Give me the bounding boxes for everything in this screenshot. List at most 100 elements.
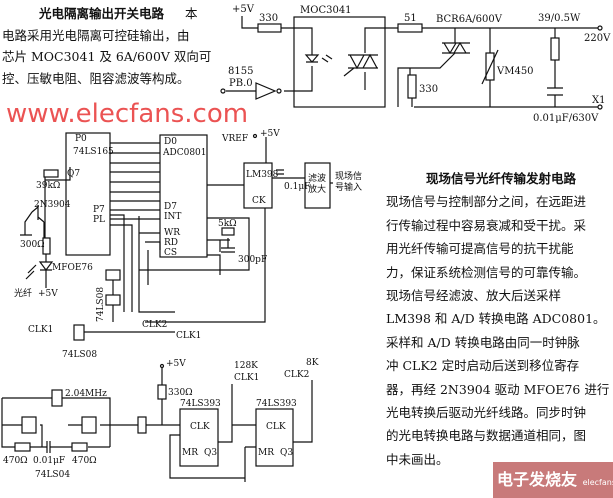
and-gate-3	[73, 324, 85, 341]
site-logo: 电子发烧友 elecfans.com	[493, 462, 613, 498]
label-x1: X1	[592, 95, 605, 106]
label-q7: Q7	[67, 169, 80, 179]
label-clk1-out: CLK1	[234, 373, 259, 383]
triac-icon	[442, 41, 470, 55]
label-8155: 8155	[228, 66, 253, 77]
resistor-330-gate	[407, 74, 417, 99]
and-gate-1	[105, 269, 121, 281]
filter-amp-box	[304, 162, 331, 209]
text-line: 控、压敏电阻、阻容滤波等构成。	[2, 70, 190, 86]
text-line: 的光电转换电路与数据通道相同，图	[386, 428, 587, 444]
label-q3-b: Q3	[280, 448, 293, 458]
label-0.01uf: 0.01μF	[33, 456, 65, 466]
resistor-470-2	[71, 442, 88, 452]
text-line: 光电转换后驱动光纤线路。同步时钟	[386, 405, 587, 421]
label-mr-b: MR	[258, 448, 274, 458]
label-vcc3: +5V	[166, 359, 186, 369]
label-lm398: LM398	[246, 170, 279, 180]
label-5k: 5kΩ	[218, 219, 237, 229]
text-line: 采样和 A/D 转换电路由同一时钟脉	[386, 334, 580, 350]
label-d7: D7	[164, 202, 177, 212]
text-line: LM398 和 A/D 转换电路 ADC0801。	[386, 311, 606, 327]
label-300pf: 300pF	[238, 255, 267, 265]
buffer-icon	[255, 82, 277, 100]
text-line: 冲 CLK2 定时启动后送到移位寄存	[386, 358, 580, 374]
label-wr: WR	[164, 228, 180, 238]
label-2n3904: 2N3904	[34, 200, 71, 210]
label-mr-a: MR	[182, 448, 198, 458]
text-line: 现场信号与控制部分之间，在远距进	[386, 194, 587, 210]
inverter-3	[137, 416, 147, 434]
logo-text: 电子发烧友	[497, 470, 578, 489]
resistor-330	[257, 23, 282, 33]
watermark: www.elecfans.com	[6, 99, 249, 129]
label-led-vcc: +5V	[38, 289, 58, 299]
text-line: 芯片 MOC3041 及 6A/600V 双向可	[2, 49, 212, 64]
label-adc0801: ADC0801	[162, 148, 207, 158]
capacitor-300pf-icon	[221, 238, 235, 253]
capacitor-icon	[547, 87, 563, 96]
label-opto: MOC3041	[300, 5, 352, 16]
label-470-2: 470Ω	[72, 456, 97, 466]
label-cap: 0.01μF/630V	[533, 113, 599, 124]
label-74ls04: 74LS04	[35, 470, 70, 480]
label-clk-a: CLK	[190, 422, 210, 432]
top-description: 光电隔离输出开关电路本 电路采用光电隔离可控硅输出，由 芯片 MOC3041 及…	[2, 3, 211, 89]
label-p7: P7	[93, 205, 105, 215]
lm398-chip	[243, 162, 273, 209]
label-r2: 51	[404, 13, 417, 24]
label-74ls165: 74LS165	[73, 147, 114, 157]
label-clk-b: CLK	[266, 422, 286, 432]
led-icon	[304, 54, 333, 63]
inverter-2	[81, 416, 97, 434]
label-74ls08: 74LS08	[62, 350, 97, 360]
text-line: 现场信号经滤波、放大后送采样	[386, 288, 562, 304]
label-vref: VREF	[221, 134, 248, 144]
label-8k: 8K	[306, 358, 319, 368]
resistor-51	[397, 23, 423, 33]
label-clk2-out: CLK2	[284, 370, 309, 380]
label-220v: 220V	[584, 33, 611, 44]
label-p0: P0	[75, 134, 87, 144]
text-line: 力，保证系统检测信号的可靠传输。	[386, 264, 587, 280]
label-pb0: PB.0	[229, 78, 253, 89]
label-crystal: 2.04MHz	[65, 389, 107, 399]
text-line: 行传输过程中容易衰减和受干扰。采	[386, 217, 587, 233]
74ls165-chip	[65, 132, 111, 256]
label-clk2: CLK2	[142, 320, 167, 330]
label-d0: D0	[164, 137, 177, 147]
crystal-icon	[51, 389, 63, 407]
label-fiber: 光纤	[14, 287, 32, 299]
label-rc-r: 39/0.5W	[538, 13, 581, 24]
and-gate-2	[105, 294, 121, 306]
label-varistor: VM450	[496, 66, 534, 77]
label-300: 300Ω	[20, 240, 45, 250]
resistor-330-pull	[157, 384, 167, 400]
label-0.1uf: 0.1μF	[284, 182, 310, 192]
counter-2	[255, 408, 294, 467]
label-cs: CS	[164, 248, 177, 258]
label-int: INT	[164, 212, 181, 222]
label-filter: 滤波放大	[308, 174, 327, 195]
text-line: 器，再经 2N3904 驱动 MFOE76 进行	[386, 381, 610, 397]
label-r1: 330	[259, 13, 278, 24]
capacitor-0.01uf-icon	[46, 441, 51, 453]
label-clk1: CLK1	[176, 331, 201, 341]
label-128k: 128K	[234, 361, 258, 371]
label-r3: 330	[419, 84, 438, 95]
text-line: 电路采用光电隔离可控硅输出，由	[2, 27, 190, 43]
counter-1	[179, 408, 219, 467]
label-pl: PL	[93, 215, 105, 225]
label-counter2: 74LS393	[256, 399, 297, 409]
resistor-39	[550, 37, 560, 61]
text-line: 中未画出。	[386, 451, 449, 467]
label-sh-vcc: +5V	[260, 129, 280, 139]
clock-generator-circuit: 2.04MHz 470Ω 0.01μF 470Ω 74LS04 +5V 330Ω…	[1, 358, 319, 482]
label-q3-a: Q3	[204, 448, 217, 458]
lead-word: 本	[185, 6, 198, 21]
label-74ls08-v: 74LS08	[96, 287, 106, 322]
label-mfoe76: MFOE76	[52, 263, 93, 273]
resistor-39k	[43, 169, 59, 178]
label-triac: BCR6A/600V	[436, 14, 503, 25]
